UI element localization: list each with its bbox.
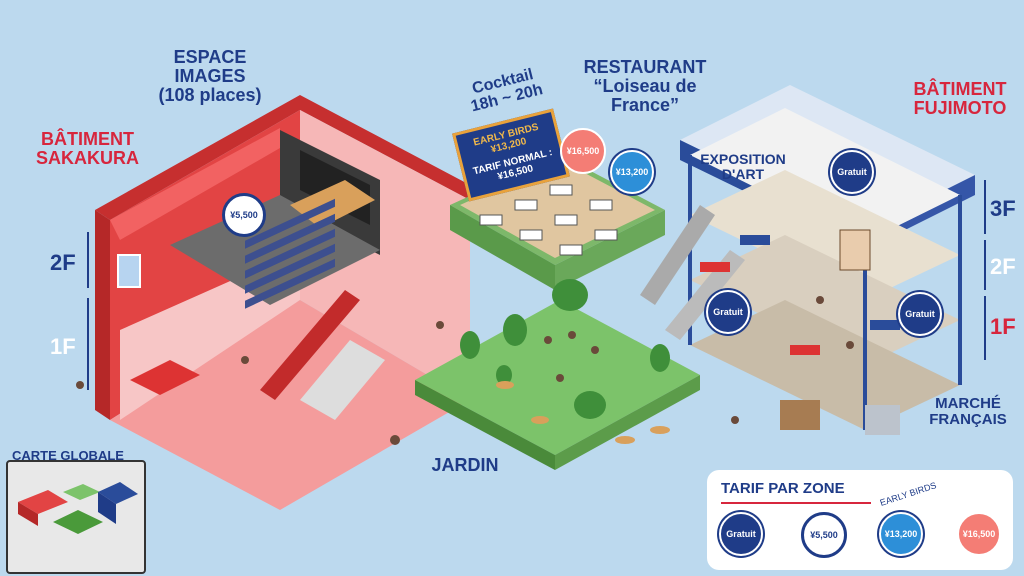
espace-images-line-2: IMAGES bbox=[174, 65, 246, 86]
restaurant-line-3: France” bbox=[610, 94, 680, 115]
fujimoto-line-2: FUJIMOTO bbox=[913, 97, 1007, 118]
restaurant-line-2: “Loiseau de bbox=[593, 75, 697, 96]
fujimoto-building bbox=[640, 85, 975, 435]
global-map-title: CARTE GLOBALE bbox=[12, 448, 124, 463]
batiment-sakakura-label: BÂTIMENT SAKAKURA bbox=[30, 130, 145, 168]
espace-images-line-3: (108 places) bbox=[158, 84, 262, 105]
price-legend: TARIF PAR ZONE EARLY BIRDS Gratuit ¥5,50… bbox=[707, 470, 1013, 570]
floor-2f-right: 2F bbox=[990, 254, 1016, 279]
price-bubble-cinema[interactable]: ¥5,500 bbox=[222, 193, 266, 237]
legend-early-caption: EARLY BIRDS bbox=[878, 480, 938, 508]
legend-title: TARIF PAR ZONE bbox=[721, 480, 845, 497]
fujimoto-line-1: BÂTIMENT bbox=[913, 79, 1007, 99]
espace-images-line-1: ESPACE bbox=[173, 47, 247, 67]
global-map-drawing bbox=[18, 482, 138, 534]
marche-line-2: FRANÇAIS bbox=[929, 410, 1007, 428]
legend-underline bbox=[721, 502, 871, 504]
legend-16500: ¥16,500 bbox=[957, 512, 1001, 556]
sakakura-line-2: SAKAKURA bbox=[36, 147, 139, 168]
price-bubble-fujimoto-right[interactable]: Gratuit bbox=[898, 292, 942, 336]
floor-1f-left: 1F bbox=[50, 334, 76, 359]
legend-free: Gratuit bbox=[719, 512, 763, 556]
marche-label: MARCHÉ FRANÇAIS bbox=[918, 396, 1018, 428]
floor-2f-left: 2F bbox=[50, 250, 76, 275]
price-bubble-fujimoto-left[interactable]: Gratuit bbox=[706, 290, 750, 334]
espace-images-label: ESPACE IMAGES (108 places) bbox=[140, 48, 280, 105]
floor-3f-right: 3F bbox=[990, 196, 1016, 221]
restaurant-label: RESTAURANT “Loiseau de France” bbox=[570, 58, 720, 115]
legend-13200: ¥13,200 bbox=[879, 512, 923, 556]
exposition-line-2: D'ART bbox=[721, 165, 765, 182]
batiment-fujimoto-label: BÂTIMENT FUJIMOTO bbox=[900, 80, 1020, 118]
exposition-line-1: EXPOSITION bbox=[700, 151, 786, 167]
legend-5500: ¥5,500 bbox=[801, 512, 847, 558]
restaurant-line-1: RESTAURANT bbox=[583, 57, 707, 77]
sakakura-building bbox=[95, 95, 470, 510]
floor-1f-right: 1F bbox=[990, 314, 1016, 339]
price-bubble-restaurant-normal[interactable]: ¥16,500 bbox=[560, 128, 606, 174]
price-bubble-expo[interactable]: Gratuit bbox=[830, 150, 874, 194]
global-map-thumbnail[interactable]: CARTE GLOBALE bbox=[6, 448, 146, 574]
sakakura-line-1: BÂTIMENT bbox=[41, 129, 134, 149]
marche-line-1: MARCHÉ bbox=[935, 395, 1001, 412]
price-bubble-restaurant-early[interactable]: ¥13,200 bbox=[610, 150, 654, 194]
exposition-label: EXPOSITION D'ART bbox=[688, 152, 798, 181]
jardin-label: JARDIN bbox=[431, 455, 499, 475]
